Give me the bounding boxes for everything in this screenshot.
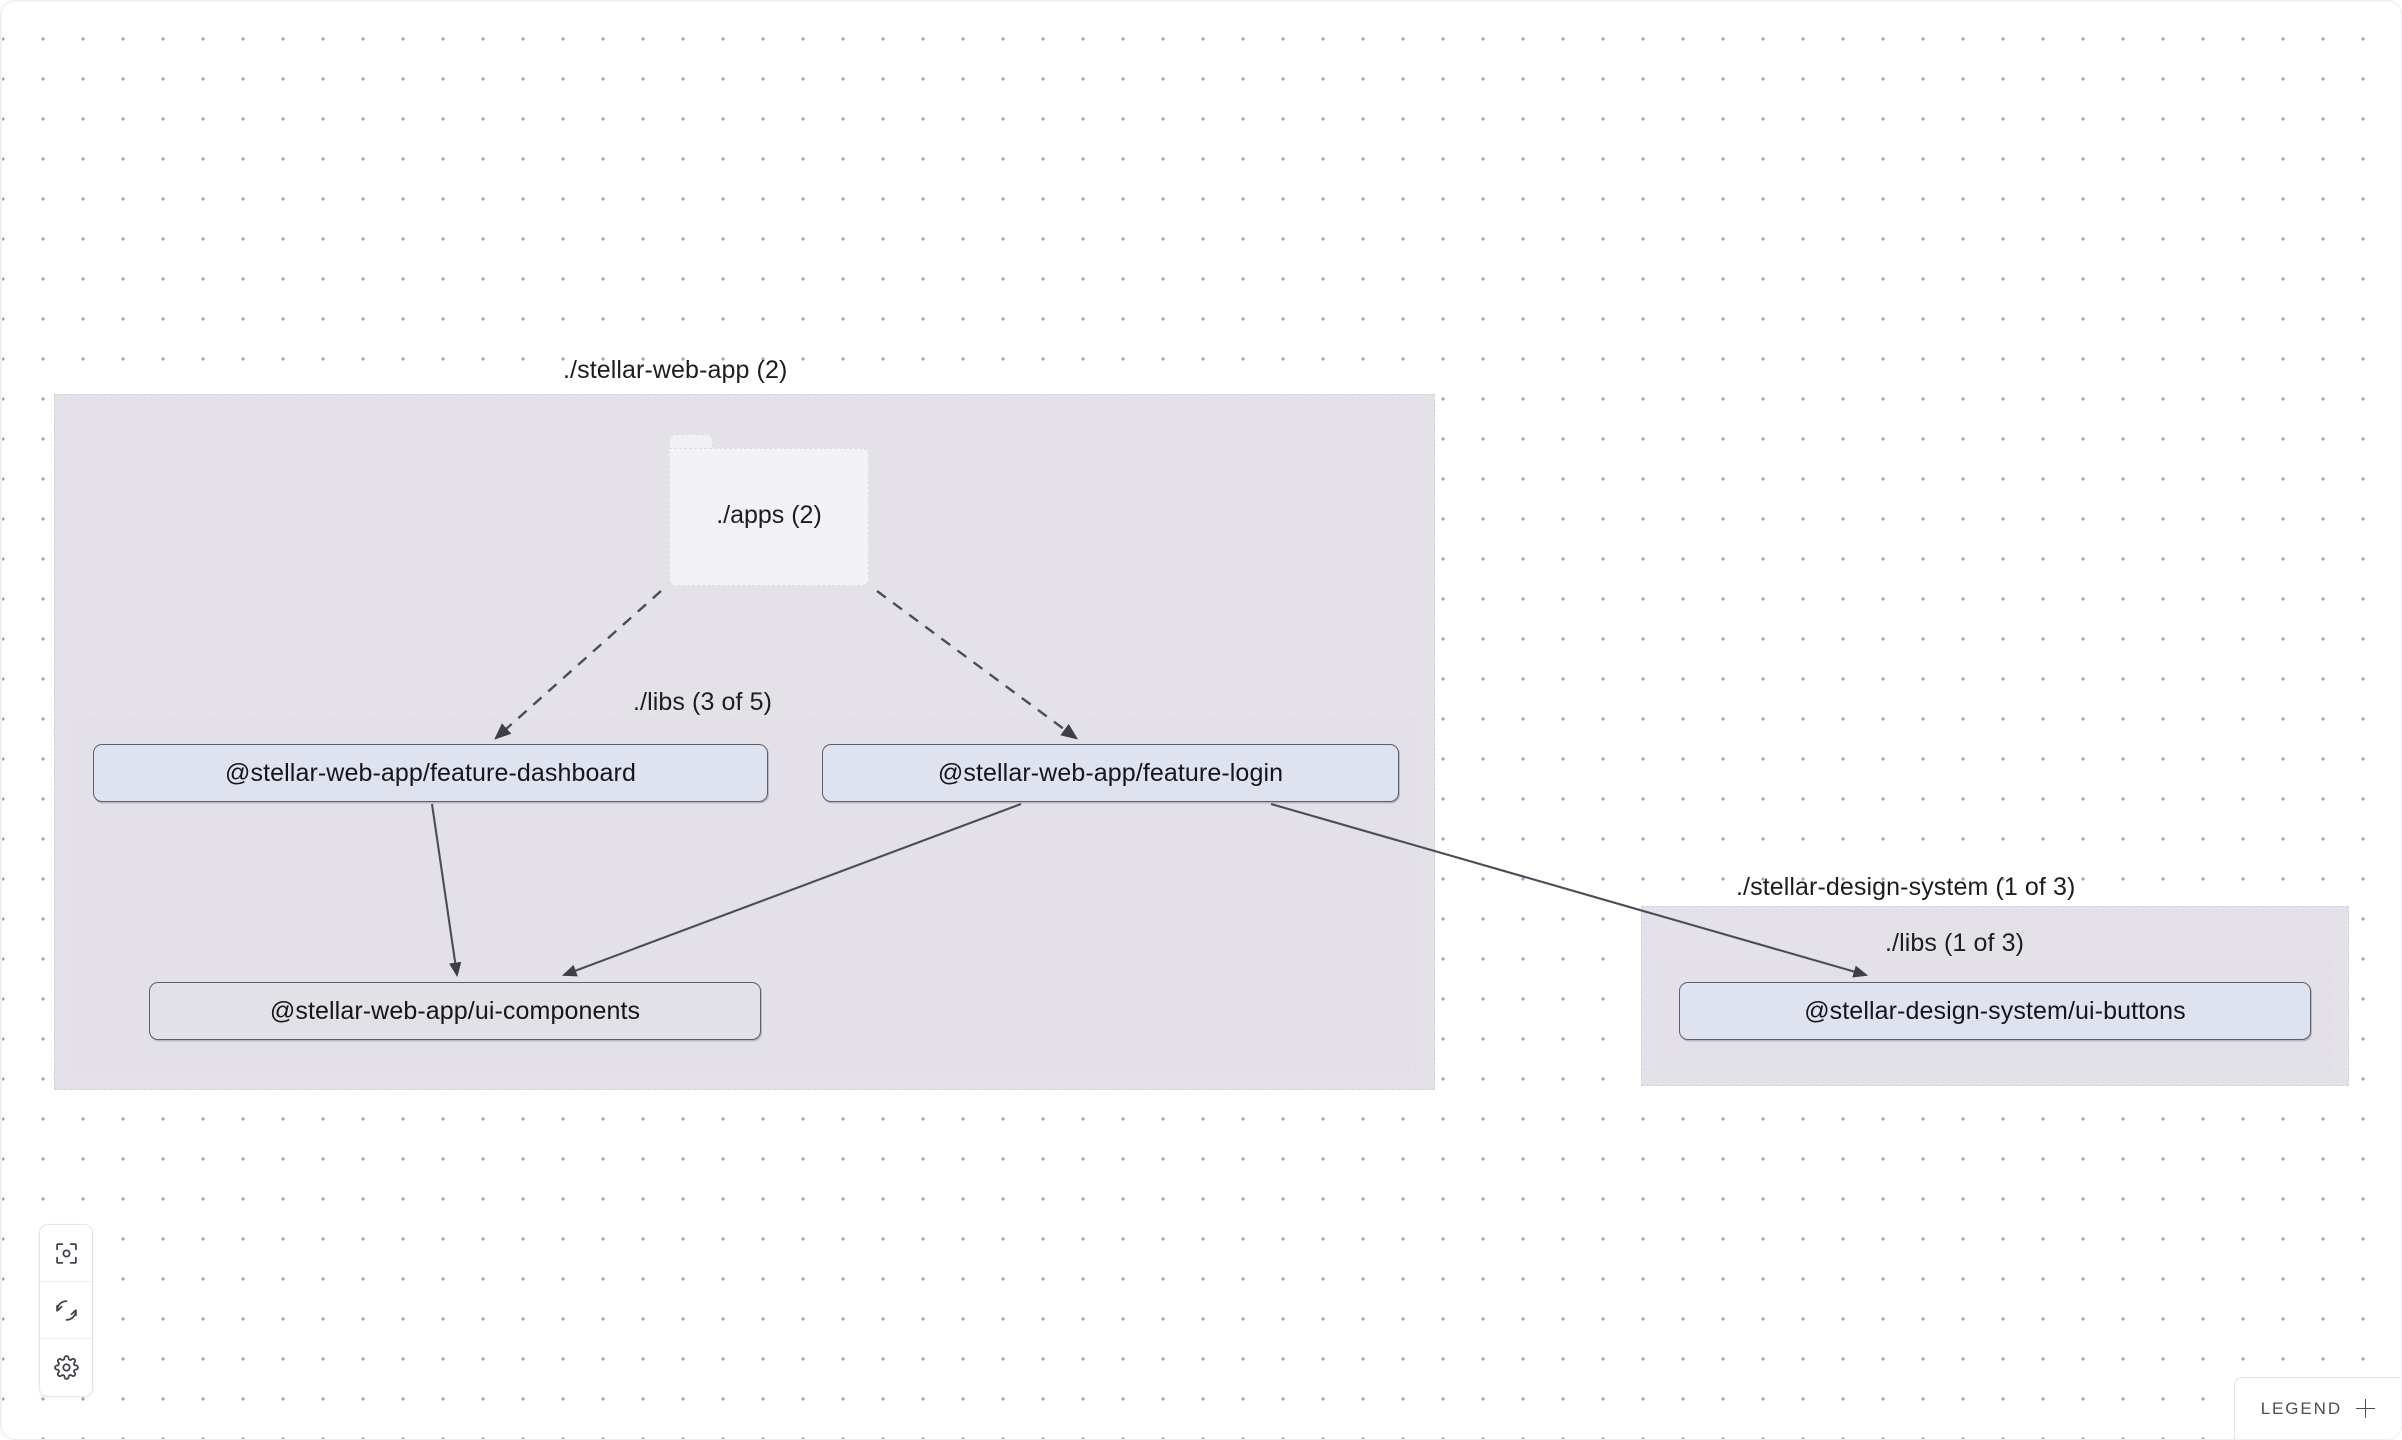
plus-icon (2356, 1399, 2375, 1418)
group-label-stellar-design-system: ./stellar-design-system (1 of 3) (1736, 873, 2076, 901)
node-label-feature-dashboard: @stellar-web-app/feature-dashboard (225, 758, 636, 787)
node-label-ui-buttons: @stellar-design-system/ui-buttons (1804, 996, 2186, 1025)
node-feature-dashboard[interactable]: @stellar-web-app/feature-dashboard (93, 744, 768, 802)
group-label-stellar-web-app-libs: ./libs (3 of 5) (633, 688, 773, 716)
legend-toggle[interactable]: LEGEND (2233, 1377, 2401, 1439)
node-label-ui-components: @stellar-web-app/ui-components (269, 996, 641, 1025)
legend-label: LEGEND (2260, 1398, 2342, 1418)
group-label-stellar-web-app: ./stellar-web-app (2) (563, 356, 788, 384)
folder-tab (669, 434, 713, 450)
node-ui-components[interactable]: @stellar-web-app/ui-components (149, 982, 761, 1040)
settings-button[interactable] (40, 1339, 92, 1396)
folder-label-apps: ./apps (2) (716, 500, 822, 529)
refresh-button[interactable] (40, 1282, 92, 1339)
refresh-sync-icon (54, 1298, 79, 1323)
focus-target-icon (54, 1241, 79, 1266)
node-feature-login[interactable]: @stellar-web-app/feature-login (822, 744, 1399, 802)
node-ui-buttons[interactable]: @stellar-design-system/ui-buttons (1679, 982, 2311, 1040)
group-label-stellar-design-system-libs: ./libs (1 of 3) (1885, 929, 2025, 957)
node-label-feature-login: @stellar-web-app/feature-login (937, 758, 1284, 787)
focus-graph-button[interactable] (40, 1225, 92, 1282)
folder-apps[interactable]: ./apps (2) (669, 434, 869, 586)
gear-icon (53, 1355, 79, 1380)
canvas-toolbar[interactable] (39, 1224, 93, 1397)
folder-body: ./apps (2) (669, 448, 869, 586)
